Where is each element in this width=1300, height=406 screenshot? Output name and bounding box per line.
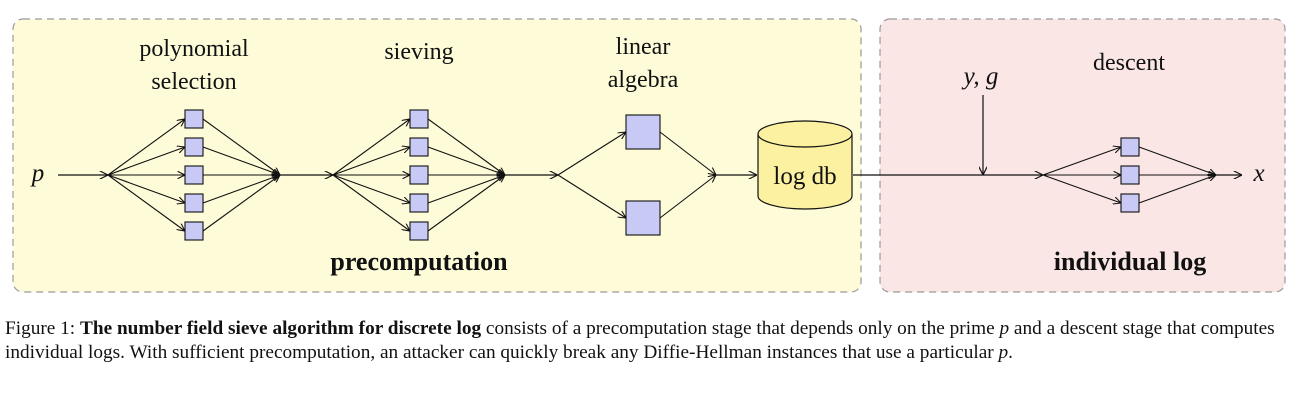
figure-caption: Figure 1: The number field sieve algorit… [5,317,1295,365]
caption-text-3: . [1008,342,1013,363]
polysel-task-node [184,165,204,185]
caption-text-1: consists of a precomputation stage that … [481,318,1000,339]
input-variable-p: p [30,160,45,187]
sieve-fan-in-edge [427,118,505,175]
sieve-fan-in-edge [427,146,505,175]
polysel-task-node [184,221,204,241]
descent-fan-in-edge [1138,146,1216,175]
polysel-fan-out-edge [107,174,185,203]
linalg-fan-out-edge [557,174,626,218]
caption-prefix: Figure 1: [5,318,80,339]
polynomial-selection-label-line2: selection [151,69,236,95]
sieve-task-node [409,165,429,185]
fan-edges [107,118,1216,232]
linalg-task-node [625,114,661,150]
nfs-diagram: log db polynomial selection sieving line… [12,18,1286,293]
polysel-task-node [184,193,204,213]
polysel-task-node [184,137,204,157]
descent-task-node [1120,165,1140,185]
caption-var-p-2: p [998,342,1009,363]
polysel-fan-out-edge [107,147,185,176]
caption-var-p-1: p [999,318,1010,339]
sieve-fan-out-edge [332,147,410,176]
log-db-cylinder: log db [757,120,853,210]
polysel-fan-out-edge [107,174,185,231]
sieve-fan-in-edge [427,175,505,204]
descent-task-node [1120,193,1140,213]
linalg-fan-out-edge [557,132,626,176]
main-flow [58,95,1242,175]
sieve-fan-out-edge [332,119,410,176]
caption-text-2: and a descent stage that computes indivi… [5,318,1275,363]
polysel-fan-in-edge [202,146,280,175]
db-top [757,120,853,148]
descent-fan-out-edge [1042,174,1121,203]
sieve-task-node [409,221,429,241]
task-nodes [184,109,1140,241]
caption-title: The number field sieve algorithm for dis… [79,318,482,339]
precomputation-heading: precomputation [330,247,508,276]
linalg-fan-in-edge [659,175,716,219]
sieving-label: sieving [384,39,453,65]
linalg-fan-in-edge [659,131,716,175]
individual-log-heading: individual log [1054,247,1206,276]
polysel-fan-in-edge [202,118,280,175]
linalg-task-node [625,200,661,236]
descent-fan-in-edge [1138,175,1216,204]
polynomial-selection-label-line1: polynomial [139,36,249,62]
polysel-fan-in-edge [202,175,280,232]
sieve-task-node [409,109,429,129]
output-variable-x: x [1252,160,1264,187]
sieve-fan-in-edge [427,175,505,232]
descent-label: descent [1093,50,1165,76]
individual-log-region [879,18,1286,293]
sieve-task-node [409,193,429,213]
target-variables-yg: y, g [961,63,999,90]
linear-algebra-label-line1: linear [616,34,671,60]
sieve-fan-out-edge [332,174,410,231]
descent-task-node [1120,137,1140,157]
linear-algebra-label-line2: algebra [608,67,679,93]
db-body [757,134,853,210]
descent-fan-out-edge [1042,147,1121,176]
sieve-fan-out-edge [332,174,410,203]
db-label: log db [773,163,836,190]
polysel-fan-in-edge [202,175,280,204]
sieve-task-node [409,137,429,157]
polysel-task-node [184,109,204,129]
polysel-fan-out-edge [107,119,185,176]
